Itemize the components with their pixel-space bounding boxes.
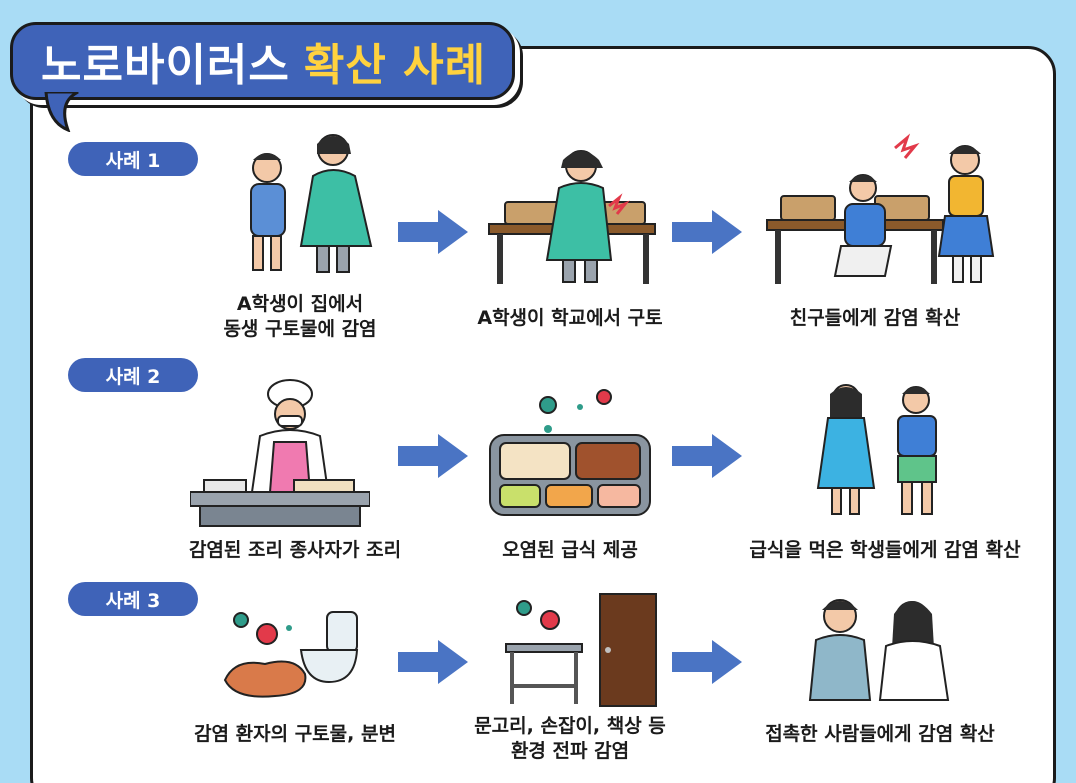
- toilet-vomit-icon: [223, 611, 359, 698]
- case-2-badge: 사례 2: [68, 358, 198, 392]
- case-1-badge: 사례 1: [68, 142, 198, 176]
- sick-students-icon: [816, 384, 937, 515]
- caption-line: 친구들에게 감염 확산: [789, 307, 961, 329]
- arrow-right-icon: [398, 434, 468, 478]
- student-at-desk-icon: [488, 150, 656, 284]
- caption-line: 감염된 조리 종사자가 조리: [188, 539, 402, 561]
- caption-line: A학생이 학교에서 구토: [477, 307, 663, 329]
- arrow-right-icon: [398, 640, 468, 684]
- case-3-step-1-caption: 감염 환자의 구토물, 분변: [150, 722, 440, 747]
- title-banner: 노로바이러스 확산 사례: [10, 22, 520, 132]
- caption-line: 문고리, 손잡이, 책상 등: [474, 715, 666, 737]
- title-accent: 확산 사례: [303, 40, 487, 91]
- caption-line: 환경 전파 감염: [510, 739, 630, 762]
- caption-line: 동생 구토물에 감염: [223, 317, 377, 340]
- sick-adults-icon: [808, 599, 950, 701]
- door-desk-icon: [505, 593, 657, 707]
- caption-line: 급식을 먹은 학생들에게 감염 확산: [749, 539, 1021, 561]
- speech-tail-icon: [44, 92, 79, 132]
- case-3-step-2-caption: 문고리, 손잡이, 책상 등 환경 전파 감염: [450, 714, 690, 763]
- case-1-step-2-caption: A학생이 학교에서 구토: [450, 306, 690, 331]
- caption-line: 오염된 급식 제공: [502, 539, 638, 561]
- arrow-right-icon: [672, 210, 742, 254]
- meal-tray-icon: [489, 389, 651, 516]
- arrow-right-icon: [672, 434, 742, 478]
- cook-icon: [190, 379, 370, 527]
- page-title: 노로바이러스 확산 사례: [10, 22, 515, 100]
- case-2-step-2-caption: 오염된 급식 제공: [450, 538, 690, 563]
- case-1-step-1-caption: A학생이 집에서 동생 구토물에 감염: [180, 292, 420, 341]
- case-2-step-3-caption: 급식을 먹은 학생들에게 감염 확산: [720, 538, 1050, 563]
- case-3-badge: 사례 3: [68, 582, 198, 616]
- caption-line: 감염 환자의 구토물, 분변: [194, 723, 396, 745]
- sick-friends-icon: [766, 133, 995, 284]
- case-1-step-3-caption: 친구들에게 감염 확산: [745, 306, 1005, 331]
- title-main: 노로바이러스: [41, 40, 290, 91]
- arrow-right-icon: [398, 210, 468, 254]
- arrow-right-icon: [672, 640, 742, 684]
- caption-line: A학생이 집에서: [236, 293, 364, 315]
- case-2-step-1-caption: 감염된 조리 종사자가 조리: [150, 538, 440, 563]
- case-3-step-3-caption: 접촉한 사람들에게 감염 확산: [730, 722, 1030, 747]
- vomiting-children-icon: [250, 134, 373, 273]
- caption-line: 접촉한 사람들에게 감염 확산: [765, 723, 995, 745]
